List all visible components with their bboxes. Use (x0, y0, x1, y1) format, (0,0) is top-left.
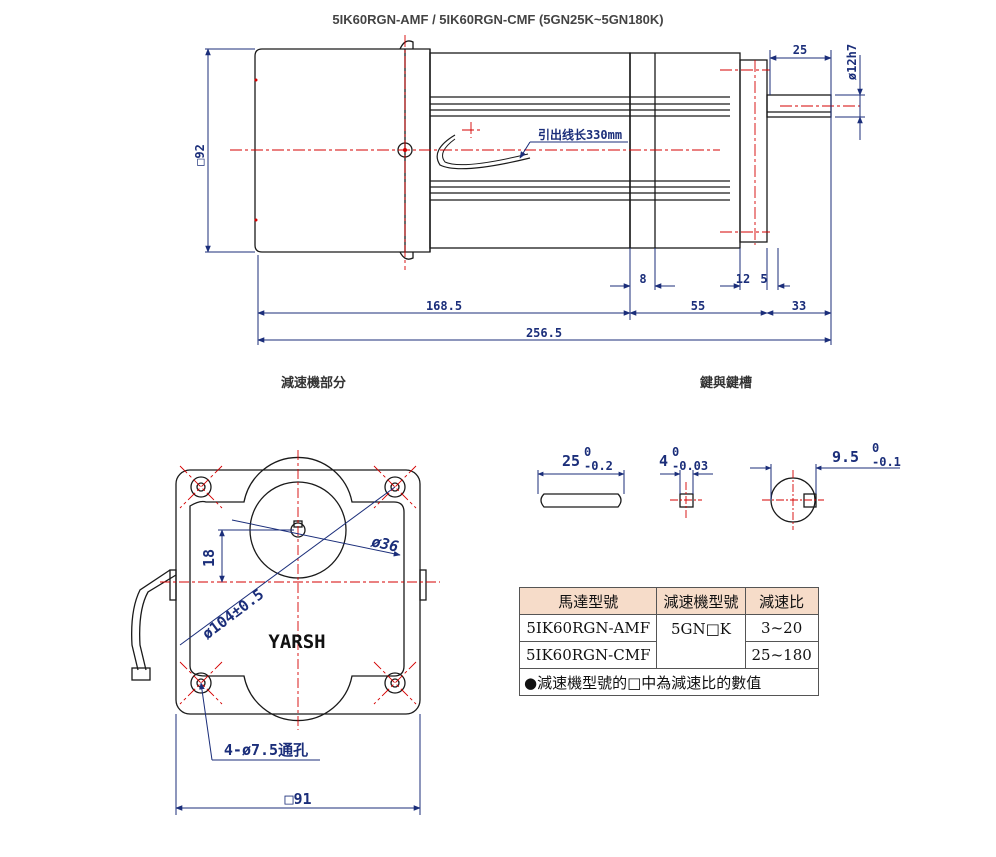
cell-motor-model: 5IK60RGN-CMF (518, 641, 658, 669)
dim-91: □91 (284, 790, 311, 808)
dim-total: 256.5 (526, 326, 562, 340)
cell-ratio: 25~180 (744, 641, 819, 669)
key-length-tol-lower: -0.2 (584, 459, 613, 473)
key-depth: 9.5 (832, 448, 859, 466)
key-length: 25 (562, 452, 580, 470)
dim-8: 8 (639, 272, 646, 286)
key-depth-tol-lower: -0.1 (872, 455, 901, 469)
cell-motor-model: 5IK60RGN-AMF (518, 614, 658, 642)
dim-shaft: ø12h7 (845, 44, 859, 80)
section-key-label: 鍵與鍵槽 (700, 376, 753, 391)
table-row: 5IK60RGN-AMF 5GN□K 3~20 (518, 614, 819, 669)
key-depth-tol-upper: 0 (872, 441, 879, 455)
header-ratio: 減速比 (744, 587, 819, 615)
holes-label: 4-ø7.5通孔 (224, 741, 308, 759)
brand-label: YARSH (268, 631, 325, 653)
table-header-row: 馬達型號 減速機型號 減速比 (518, 587, 819, 615)
drawing-title: 5IK60RGN-AMF / 5IK60RGN-CMF (5GN25K~5GN1… (332, 12, 664, 27)
dim-92: □92 (193, 144, 207, 166)
front-view-drawing: 18 ø36 ø104±0.5 YARSH 4-ø7.5通孔 □91 (131, 450, 440, 815)
table-row: 5IK60RGN-CMF 25~180 (518, 641, 819, 669)
key-length-tol-upper: 0 (584, 445, 591, 459)
dim-12: 12 (736, 272, 750, 286)
dim-168-5: 168.5 (426, 299, 462, 313)
header-motor-model: 馬達型號 (518, 587, 658, 615)
key-width: 4 (659, 452, 668, 470)
motor-body (254, 40, 832, 260)
dim-5: 5 (760, 272, 767, 286)
spec-table: 馬達型號 減速機型號 減速比 5IK60RGN-AMF 5GN□K 3~20 5… (518, 587, 819, 696)
dim-25: 25 (793, 43, 807, 57)
table-note-row: ●減速機型號的□中為減速比的數值 (519, 668, 819, 696)
cell-ratio: 3~20 (744, 614, 819, 642)
header-gearhead-model: 減速機型號 (656, 587, 746, 615)
cell-gearhead-model: 5GN□K (656, 614, 746, 669)
dim-18: 18 (200, 549, 218, 567)
table-note: ●減速機型號的□中為減速比的數值 (519, 668, 819, 696)
lead-wire-label: 引出线长330mm (538, 127, 622, 142)
side-view-drawing: □92 25 ø12h7 引出线长330mm 8 12 5 168.5 55 3… (193, 35, 865, 345)
dim-33: 33 (792, 299, 806, 313)
dim-55: 55 (691, 299, 705, 313)
dim-pcd: ø104±0.5 (199, 585, 268, 643)
section-gearbox-label: 減速機部分 (281, 376, 347, 391)
key-drawing: 25 0 -0.2 4 0 -0.03 9.5 0 -0.1 (537, 441, 901, 530)
key-width-tol-lower: -0.03 (672, 459, 708, 473)
key-width-tol-upper: 0 (672, 445, 679, 459)
dim-36: ø36 (369, 532, 400, 555)
